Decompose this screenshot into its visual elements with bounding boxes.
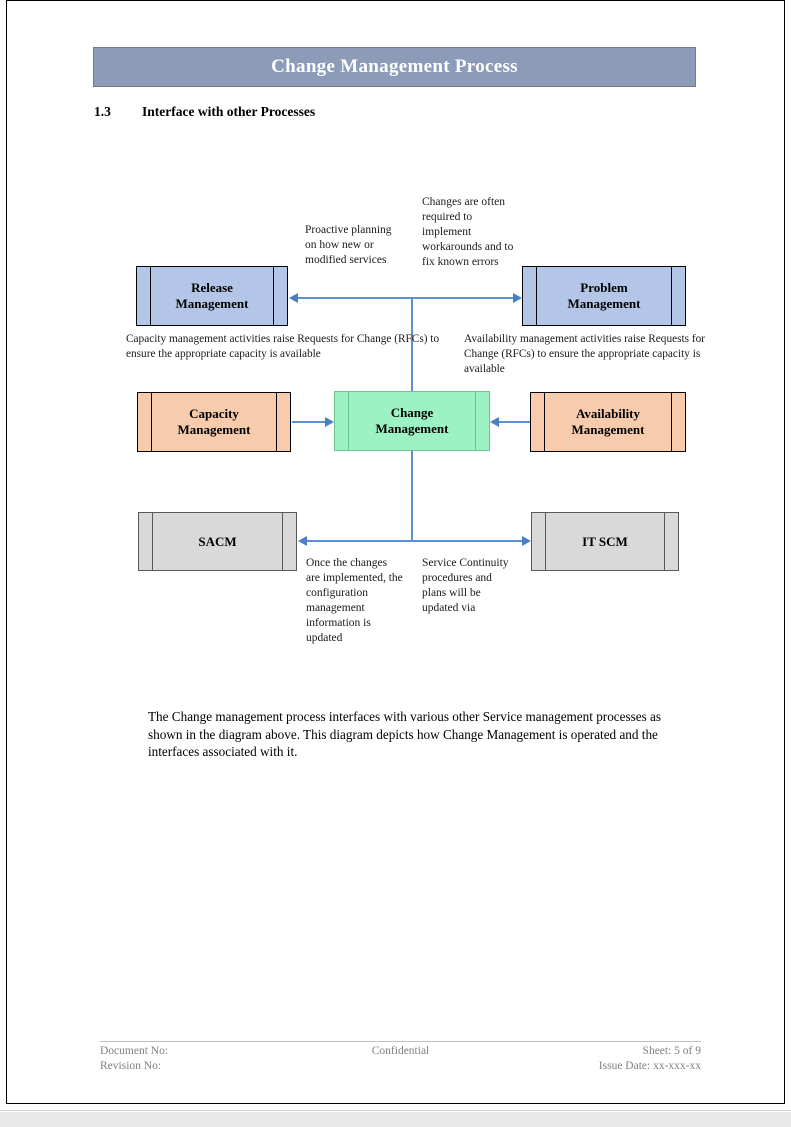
connector-top-to-change [411, 297, 413, 392]
annotation-availability-note: Availability management activities raise… [464, 333, 706, 375]
footer-row-bottom: Revision No: Issue Date: xx-xxx-xx [100, 1059, 701, 1074]
page-footer: Document No: Confidential Sheet: 5 of 9 … [100, 1044, 701, 1075]
label-line-1: Capacity [189, 406, 239, 422]
section-title: Interface with other Processes [142, 104, 316, 119]
footer-revision-no: Revision No: [100, 1060, 162, 1073]
window-bottom-strip [0, 1112, 791, 1127]
arrowhead-to-release [289, 293, 298, 303]
annotation-proactive-planning: Proactive planning on how new or modifie… [305, 224, 392, 267]
process-box-label: Capacity Management [178, 406, 251, 438]
box-divider-right [671, 393, 672, 451]
arrowhead-to-sacm [298, 536, 307, 546]
box-divider-left [545, 513, 546, 570]
window-bottom-divider [0, 1110, 791, 1111]
annotation-changes-required: Changes are often required to implement … [422, 196, 514, 269]
arrowhead-capacity-to-change [325, 417, 334, 427]
label-line-2: Management [571, 422, 645, 437]
process-interface-diagram: Release Management Problem Management Ca… [7, 1, 786, 1105]
box-divider-left [150, 267, 151, 325]
box-divider-right [282, 513, 283, 570]
process-box-label: Availability Management [572, 406, 645, 438]
process-box-label: Release Management [176, 280, 249, 312]
connector-availability-change [499, 421, 530, 423]
box-divider-right [276, 393, 277, 451]
box-divider-left [536, 267, 537, 325]
process-box-problem-management[interactable]: Problem Management [522, 266, 686, 326]
process-box-change-management[interactable]: Change Management [334, 391, 490, 451]
box-divider-left [348, 392, 349, 450]
box-divider-right [273, 267, 274, 325]
connector-release-problem [298, 297, 513, 299]
process-box-sacm[interactable]: SACM [138, 512, 297, 571]
label-line-1: Release [191, 280, 233, 296]
label-line-2: Management [567, 296, 641, 311]
process-box-label: IT SCM [582, 533, 628, 549]
section-heading: 1.3 Interface with other Processes [94, 104, 315, 120]
process-box-release-management[interactable]: Release Management [136, 266, 288, 326]
label-line-1: Problem [580, 280, 628, 296]
process-box-availability-management[interactable]: Availability Management [530, 392, 686, 452]
arrowhead-to-problem [513, 293, 522, 303]
process-box-label: Problem Management [568, 280, 641, 312]
box-divider-left [152, 513, 153, 570]
body-paragraph: The Change management process interfaces… [148, 709, 662, 760]
label-line-2: Management [177, 422, 251, 437]
label-line-2: Management [375, 421, 449, 436]
process-box-label: SACM [198, 533, 237, 549]
footer-confidential: Confidential [371, 1045, 430, 1057]
footer-divider [100, 1041, 701, 1042]
label-line-2: Management [175, 296, 249, 311]
footer-sheet-number: Sheet: 5 of 9 [642, 1045, 701, 1057]
arrowhead-availability-to-change [490, 417, 499, 427]
process-box-label: Change Management [376, 405, 449, 437]
box-divider-right [475, 392, 476, 450]
footer-document-no: Document No: [100, 1045, 169, 1057]
process-box-it-scm[interactable]: IT SCM [531, 512, 679, 571]
annotation-once-changes-implemented: Once the changes are implemented, the co… [306, 557, 403, 645]
box-divider-right [664, 513, 665, 570]
section-number: 1.3 [94, 104, 111, 119]
document-page: Change Management Process 1.3 Interface w… [6, 0, 785, 1104]
process-box-capacity-management[interactable]: Capacity Management [137, 392, 291, 452]
footer-issue-date: Issue Date: xx-xxx-xx [598, 1060, 701, 1073]
connector-capacity-change [292, 421, 325, 423]
label-line-1: Availability [575, 406, 641, 422]
box-divider-left [151, 393, 152, 451]
connector-change-to-bottom [411, 451, 413, 542]
annotation-service-continuity: Service Continuity procedures and plans … [422, 557, 509, 615]
connector-sacm-itscm [307, 540, 522, 542]
box-divider-left [544, 393, 545, 451]
annotation-capacity-note: Capacity management activities raise Req… [126, 333, 440, 360]
arrowhead-to-itscm [522, 536, 531, 546]
box-divider-right [671, 267, 672, 325]
label-line-1: Change [390, 405, 434, 421]
footer-row-top: Document No: Confidential Sheet: 5 of 9 [100, 1044, 701, 1059]
page-title: Change Management Process [271, 56, 518, 77]
document-header-banner: Change Management Process [93, 47, 696, 87]
